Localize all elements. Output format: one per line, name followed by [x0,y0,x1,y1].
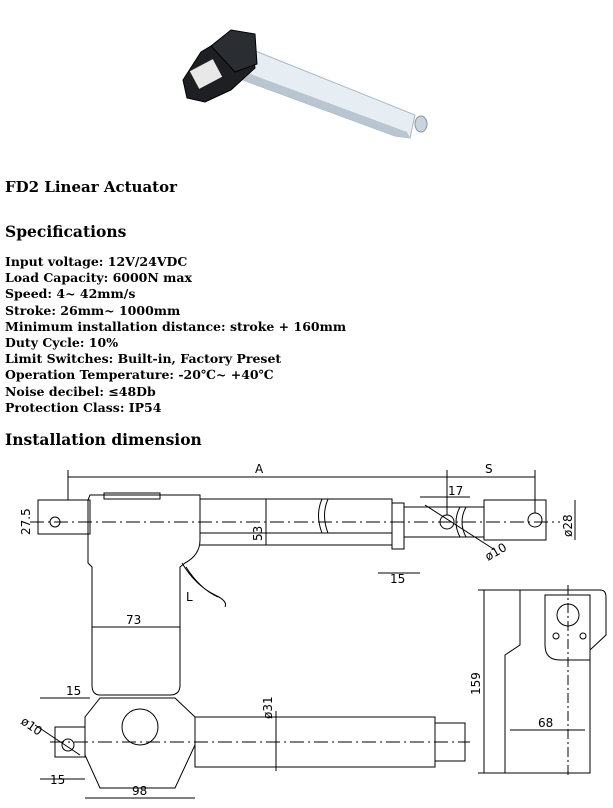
dim-s-label: S [485,462,493,476]
spec-item-speed: Speed: 4~ 42mm/s [5,286,136,302]
end-view-outline [504,589,607,774]
tube-break [318,498,329,534]
actuator-photo [182,29,428,139]
end-view-inner [544,594,591,661]
tube-end-cap [391,502,405,550]
dim-10-top-label: ø10 [483,540,510,563]
spec-item-operation-temperature: Operation Temperature: -20℃~ +40℃ [5,367,274,383]
cable [181,562,226,608]
plan-view-bore [121,708,159,746]
top-tube [200,498,393,534]
spec-item-noise: Noise decibel: ≤48Db [5,383,156,399]
spec-item-load-capacity: Load Capacity: 6000N max [5,270,192,286]
actuator-rod-end [414,115,428,133]
specifications-list: Input voltage: 12V/24VDC Load Capacity: … [5,254,346,416]
dim-10-bottom-leader [34,724,81,756]
dim-31-label: ø31 [261,696,275,719]
dim-15-bottom-a-label: 15 [66,684,81,698]
product-title: FD2 Linear Actuator [5,178,178,196]
spec-item-input-voltage: Input voltage: 12V/24VDC [5,254,188,269]
dim-73-label: 73 [126,613,141,627]
dim-l-label: L [186,590,193,604]
spec-item-min-installation: Minimum installation distance: stroke + … [5,318,347,334]
plan-view-rear-hole [61,738,75,752]
installation-drawing: A S 17 27.5 53 ø28 ø10 15 L 73 159 68 15… [18,462,607,799]
actuator-tube [234,49,416,139]
spec-item-duty-cycle: Duty Cycle: 10% [5,335,119,351]
motor-label-tab [103,492,161,500]
dim-17-label: 17 [448,484,463,498]
dim-98-label: 98 [132,784,147,798]
plan-view-head [84,697,196,789]
end-view-screw-right [579,632,587,640]
dim-15-top-label: 15 [390,572,405,586]
actuator-gearbox [210,29,258,73]
spec-item-stroke: Stroke: 26mm~ 1000mm [5,302,181,318]
dim-10-top-leader [424,504,496,551]
motor-head-outline [87,494,201,696]
rear-mount [37,499,91,535]
dim-15-bottom-b-label: 15 [50,773,65,787]
dim-a-label: A [255,462,264,476]
specifications-heading: Specifications [5,222,127,241]
dim-28-label: ø28 [561,514,575,537]
spec-item-limit-switches: Limit Switches: Built-in, Factory Preset [5,351,282,367]
plan-view-rear-mount [54,726,86,758]
dim-68-label: 68 [538,716,553,730]
installation-heading: Installation dimension [5,430,202,449]
rod-end-hole [527,512,543,528]
dim-53-label: 53 [251,526,265,541]
dim-27-5-label: 27.5 [19,508,33,535]
rod-end [483,499,547,541]
actuator-label [189,59,223,89]
spec-item-protection-class: Protection Class: IP54 [5,399,162,415]
dim-159-label: 159 [469,672,483,695]
dim-10-bottom-label: ø10 [18,714,45,738]
end-view-screw-left [552,632,560,640]
actuator-tube-shade [243,72,410,138]
